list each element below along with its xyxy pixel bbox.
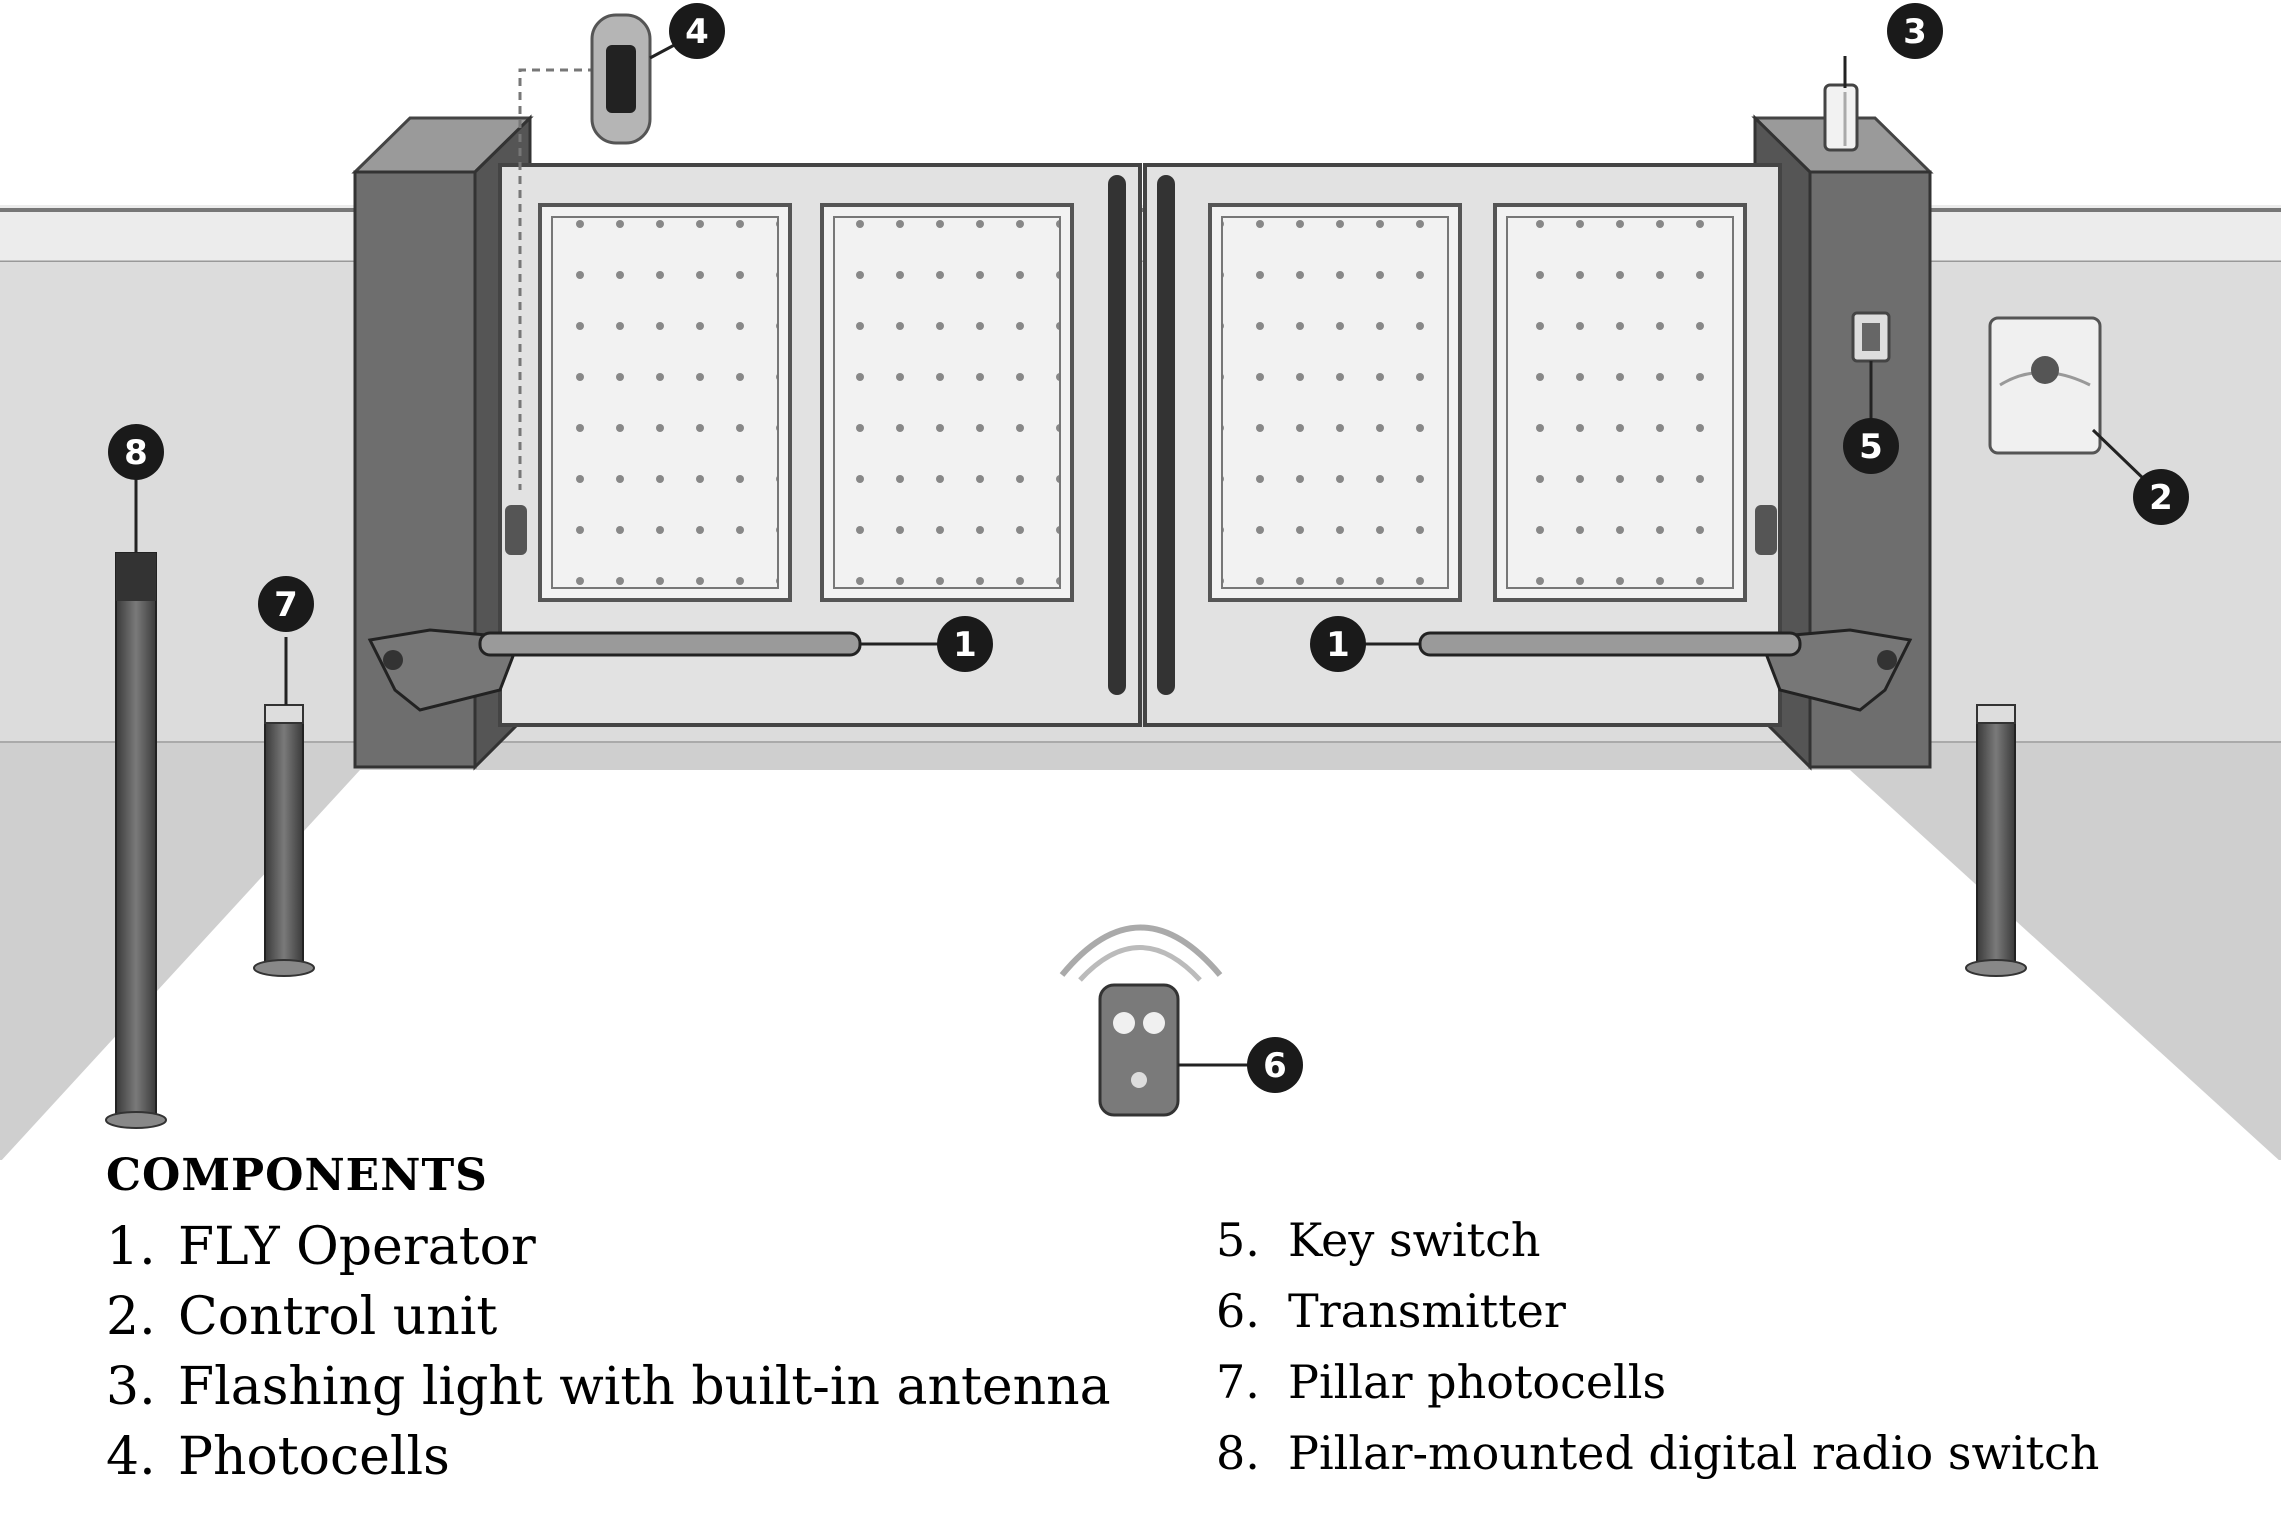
legend-item-number: 4. — [106, 1427, 156, 1487]
legend-item-number: 8. — [1216, 1426, 1260, 1480]
legend-item-label: Pillar photocells — [1288, 1355, 1667, 1409]
legend-item-label: Control unit — [178, 1287, 498, 1347]
legend-item-2: 2. Control unit — [106, 1282, 1111, 1352]
legend-right-column: 5. Key switch 6. Transmitter 7. Pillar phot… — [1216, 1205, 2099, 1489]
legend-item-label: FLY Operator — [178, 1217, 536, 1277]
pillar-photocell-icon — [253, 704, 315, 977]
legend-item-number: 6. — [1216, 1284, 1260, 1338]
callout-3: 3 — [1887, 3, 1943, 59]
legend-item-1: 1. FLY Operator — [106, 1212, 1111, 1282]
callout-7-number: 7 — [274, 585, 298, 625]
control-unit-icon — [1988, 316, 2102, 455]
legend-item-label: Key switch — [1288, 1213, 1541, 1267]
flashing-light-icon — [1823, 83, 1859, 152]
legend-item-number: 1. — [106, 1217, 156, 1277]
pillar-photocell-right-icon — [1965, 704, 2027, 977]
legend-left-column: 1. FLY Operator 2. Control unit 3. Flashing… — [106, 1212, 1111, 1492]
legend-item-label: Photocells — [178, 1427, 450, 1487]
legend-item-6: 6. Transmitter — [1216, 1276, 2099, 1347]
callout-2-number: 2 — [2149, 478, 2173, 518]
legend-item-8: 8. Pillar-mounted digital radio switch — [1216, 1418, 2099, 1489]
legend-item-3: 3. Flashing light with built-in antenna — [106, 1352, 1111, 1422]
callout-6: 6 — [1247, 1037, 1303, 1093]
right-hinge — [1755, 505, 1777, 555]
callout-8-number: 8 — [124, 433, 148, 473]
transmitter-icon — [1059, 924, 1223, 1117]
photocell-icon — [518, 13, 652, 490]
driveway — [1, 770, 2279, 1160]
operator-left-icon — [367, 628, 862, 712]
callout-4-number: 4 — [685, 12, 709, 52]
key-switch-icon — [1851, 311, 1891, 363]
legend-item-5: 5. Key switch — [1216, 1205, 2099, 1276]
leader-lines — [134, 40, 2150, 1067]
legend-item-label: Pillar-mounted digital radio switch — [1288, 1426, 2100, 1480]
legend-item-label: Flashing light with built-in antenna — [178, 1357, 1111, 1417]
operator-right-icon — [1418, 628, 1913, 712]
legend-item-7: 7. Pillar photocells — [1216, 1347, 2099, 1418]
callout-2: 2 — [2133, 469, 2189, 525]
radio-switch-pillar-icon — [105, 552, 167, 1129]
legend-item-number: 5. — [1216, 1213, 1260, 1267]
legend-item-number: 2. — [106, 1287, 156, 1347]
callout-5-number: 5 — [1859, 427, 1883, 467]
callout-3-number: 3 — [1903, 12, 1927, 52]
legend-item-label: Transmitter — [1288, 1284, 1566, 1338]
callout-1-left: 1 — [937, 616, 993, 672]
callout-4: 4 — [669, 3, 725, 59]
legend-heading: COMPONENTS — [106, 1150, 488, 1201]
callout-7: 7 — [258, 576, 314, 632]
gate-illustration: 1 1 2 3 4 5 6 7 8 — [0, 3, 2281, 1160]
legend-item-number: 3. — [106, 1357, 156, 1417]
legend-item-number: 7. — [1216, 1355, 1260, 1409]
callout-1-right: 1 — [1310, 616, 1366, 672]
callout-1-left-number: 1 — [953, 625, 977, 665]
callout-8: 8 — [108, 424, 164, 480]
left-hinge — [505, 505, 527, 555]
callout-6-number: 6 — [1263, 1046, 1287, 1086]
callout-1-right-number: 1 — [1326, 625, 1350, 665]
legend-item-4: 4. Photocells — [106, 1422, 1111, 1492]
callout-5: 5 — [1843, 418, 1899, 474]
